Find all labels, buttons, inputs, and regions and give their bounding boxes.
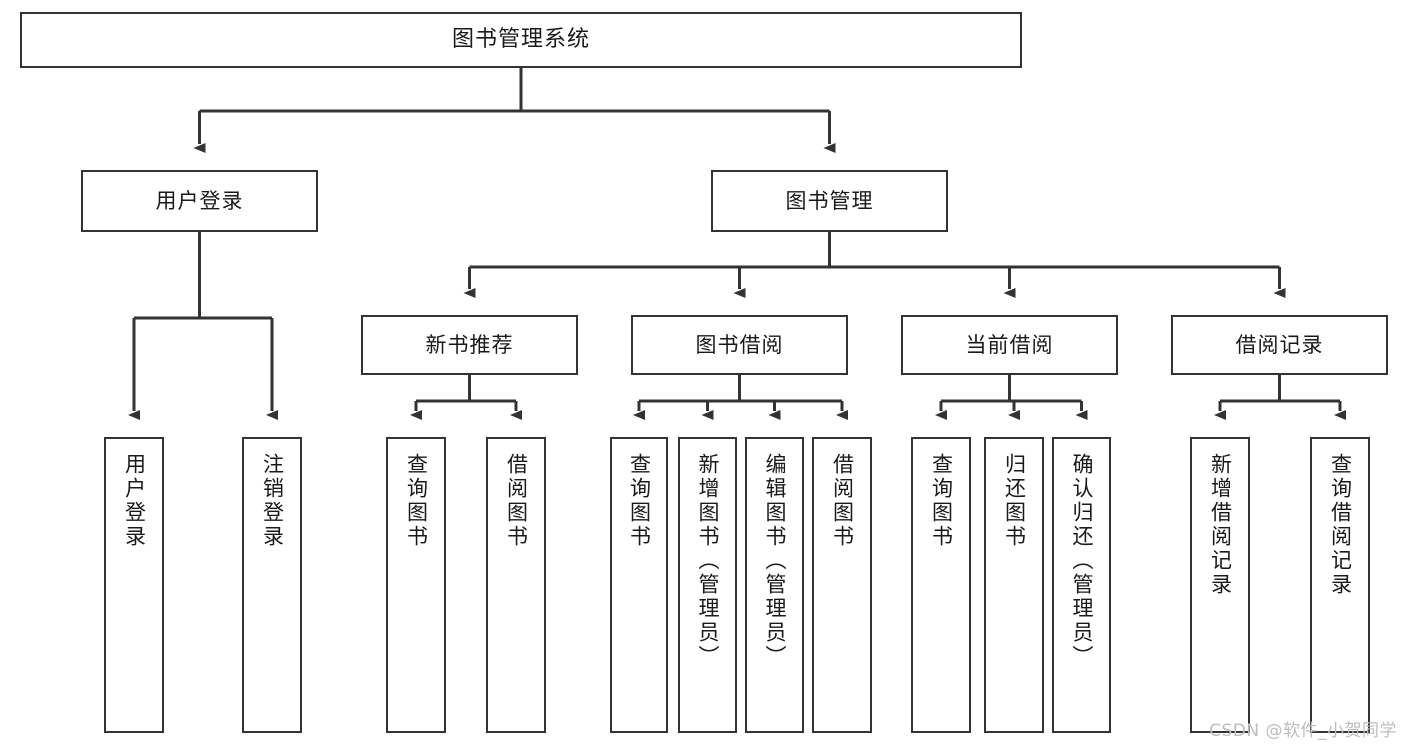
node-label: 用户登录 (122, 453, 147, 549)
node-label: 用户登录 (155, 188, 244, 213)
node-label: 图书管理系统 (451, 26, 590, 52)
node-label: 借阅记录 (1235, 332, 1324, 357)
node-leaf-return-book[interactable]: 归还图书 (984, 437, 1044, 733)
node-label: 确认归还（管理员） (1070, 453, 1094, 669)
node-label: 借阅图书 (830, 453, 855, 549)
node-root[interactable]: 图书管理系统 (20, 12, 1022, 68)
node-label: 新增图书（管理员） (696, 453, 720, 669)
watermark-text: CSDN @软件_小贺同学 (1209, 721, 1397, 741)
node-label: 归还图书 (1002, 453, 1027, 549)
node-book-borrow[interactable]: 图书借阅 (631, 315, 848, 375)
node-current-borrow[interactable]: 当前借阅 (901, 315, 1118, 375)
node-label: 借阅图书 (504, 453, 529, 549)
node-label: 查询图书 (404, 453, 429, 549)
node-leaf-user-logout[interactable]: 注销登录 (242, 437, 302, 733)
node-new-book-rec[interactable]: 新书推荐 (361, 315, 578, 375)
node-user-login[interactable]: 用户登录 (81, 170, 318, 232)
node-leaf-add-book[interactable]: 新增图书（管理员） (678, 437, 737, 733)
node-leaf-borrow-book-1[interactable]: 借阅图书 (486, 437, 546, 733)
node-leaf-query-book-2[interactable]: 查询图书 (610, 437, 668, 733)
node-label: 新书推荐 (425, 332, 514, 357)
node-leaf-borrow-book-2[interactable]: 借阅图书 (812, 437, 872, 733)
node-label: 图书管理 (785, 188, 874, 213)
node-leaf-query-record[interactable]: 查询借阅记录 (1310, 437, 1370, 733)
node-book-manage[interactable]: 图书管理 (711, 170, 948, 232)
node-leaf-confirm-return[interactable]: 确认归还（管理员） (1052, 437, 1111, 733)
node-label: 注销登录 (260, 453, 285, 549)
node-label: 查询借阅记录 (1328, 453, 1353, 597)
node-leaf-query-book-3[interactable]: 查询图书 (911, 437, 971, 733)
node-borrow-record[interactable]: 借阅记录 (1171, 315, 1388, 375)
node-label: 新增借阅记录 (1208, 453, 1233, 597)
node-label: 当前借阅 (965, 332, 1054, 357)
node-label: 编辑图书（管理员） (763, 453, 787, 669)
node-label: 查询图书 (929, 453, 954, 549)
node-label: 查询图书 (627, 453, 652, 549)
node-leaf-user-login[interactable]: 用户登录 (104, 437, 164, 733)
node-leaf-query-book-1[interactable]: 查询图书 (386, 437, 446, 733)
node-leaf-edit-book[interactable]: 编辑图书（管理员） (745, 437, 804, 733)
node-leaf-add-record[interactable]: 新增借阅记录 (1190, 437, 1250, 733)
node-label: 图书借阅 (695, 332, 784, 357)
